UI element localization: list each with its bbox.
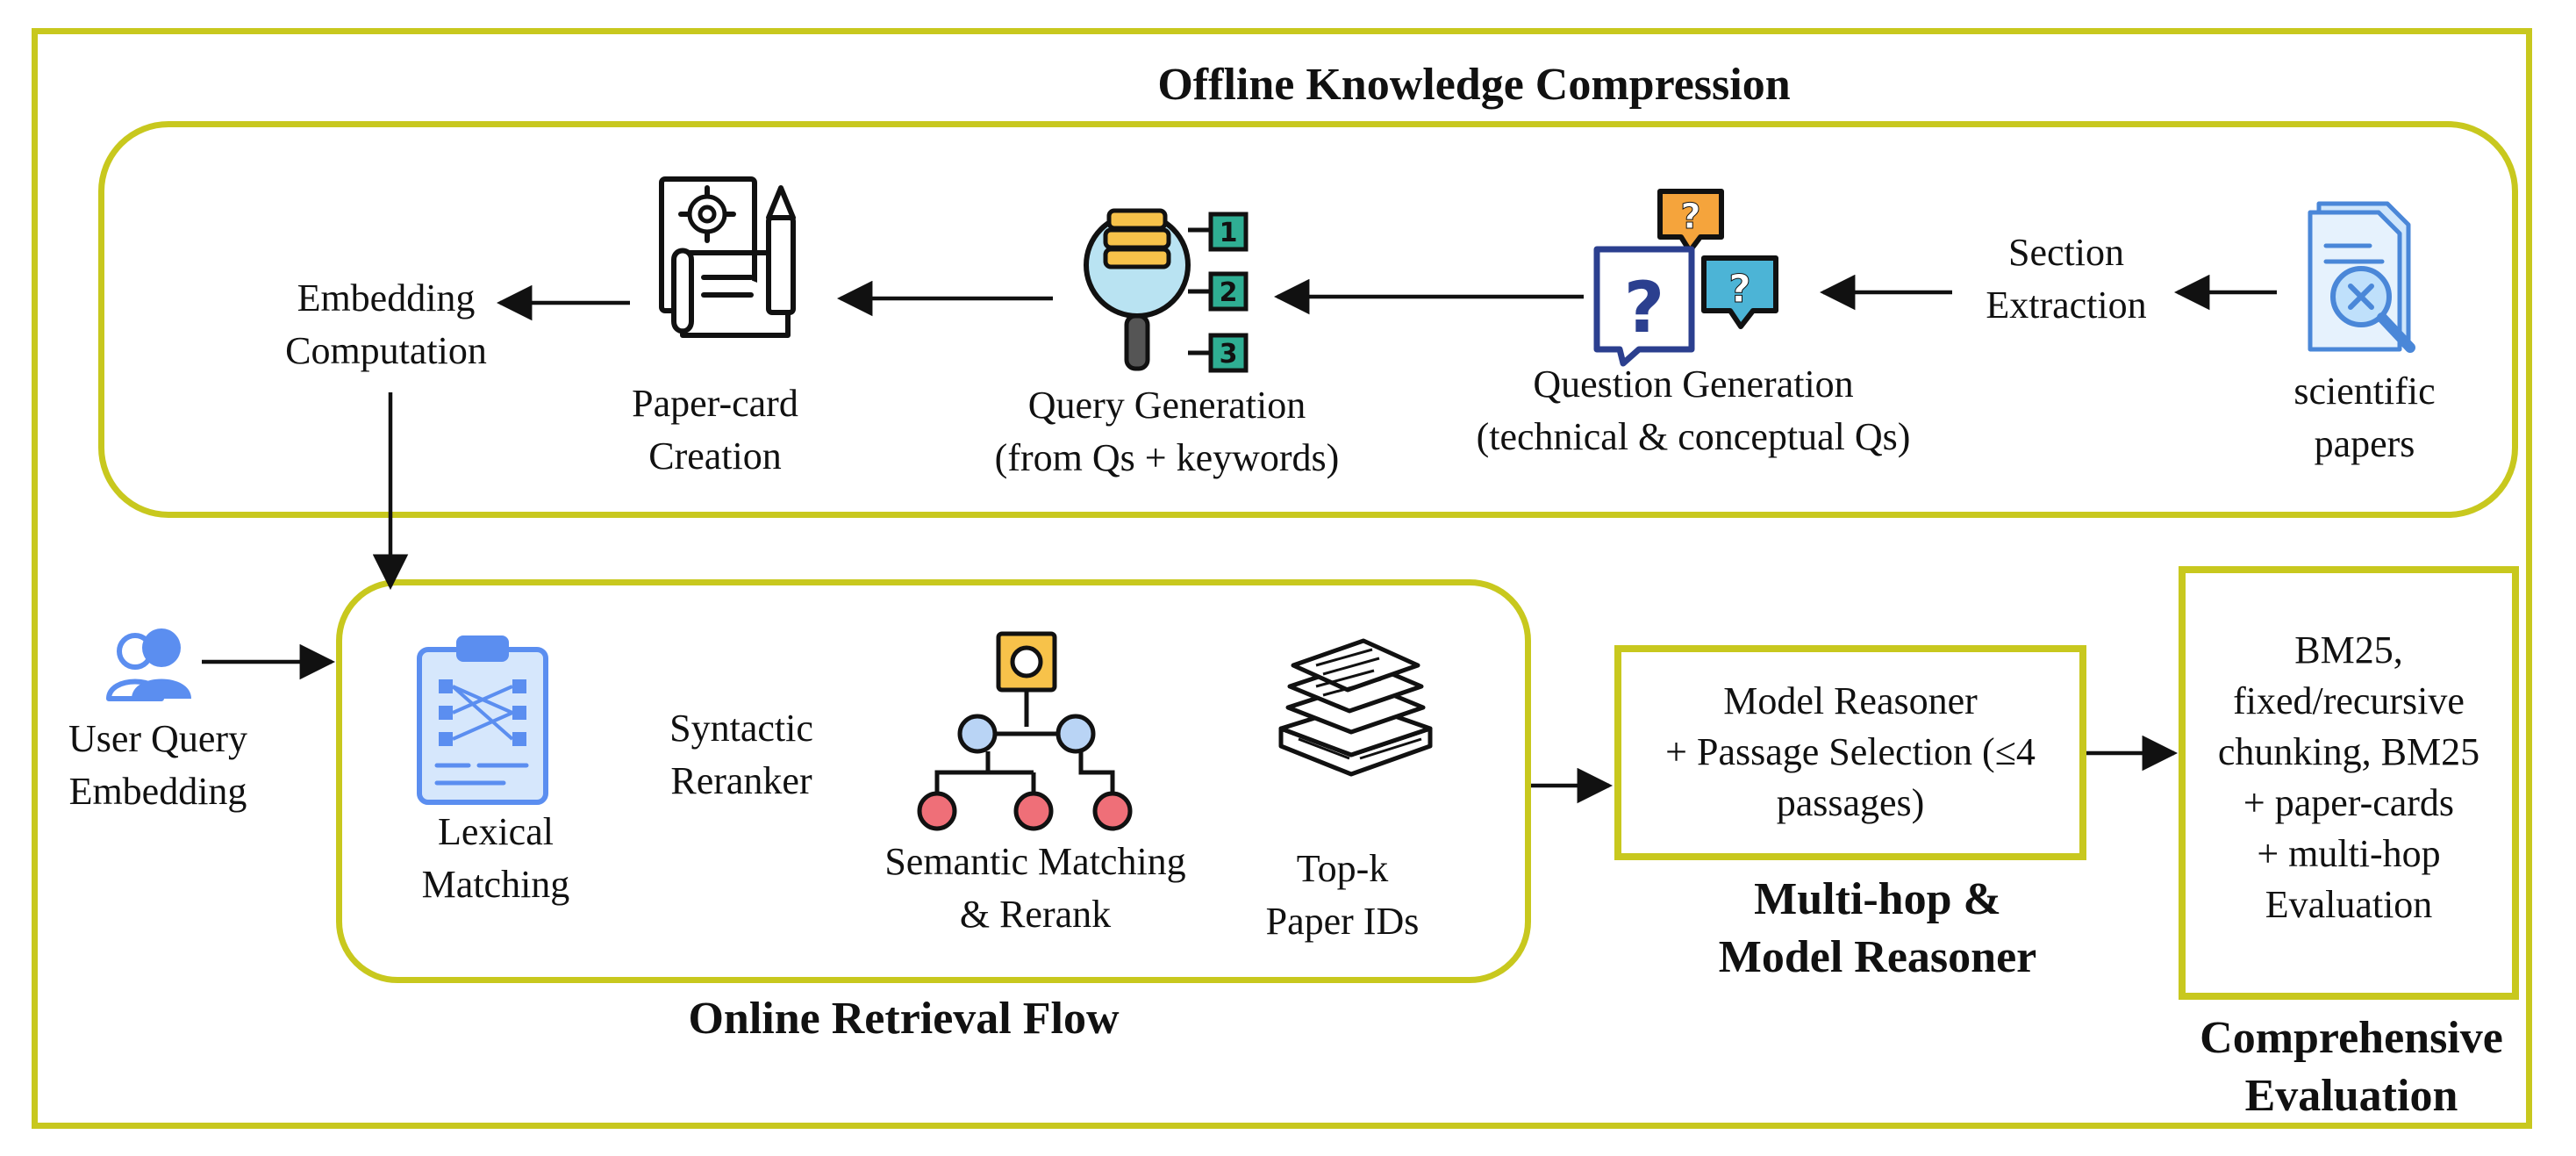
- svg-text:?: ?: [1624, 267, 1664, 348]
- lexical-matching-icon: [417, 635, 548, 805]
- question-generation-icon: ? ? ?: [1593, 189, 1778, 367]
- online-title: Online Retrieval Flow: [688, 994, 1120, 1044]
- scientific-papers-icon: [2308, 201, 2415, 353]
- reasoner-box: [1614, 645, 2086, 860]
- multihop-title: Multi-hop &Model Reasoner: [1718, 874, 2037, 982]
- svg-text:?: ?: [1728, 267, 1751, 312]
- paper-stack-icon: [1278, 638, 1433, 777]
- question-gen-label: Question Generation(technical & conceptu…: [1476, 363, 1911, 458]
- offline-panel: [98, 121, 2518, 518]
- query-generation-icon: 1 2 3: [1084, 208, 1249, 373]
- svg-text:?: ?: [1680, 197, 1700, 237]
- online-panel: [336, 579, 1531, 983]
- query-number-2: 2: [1220, 277, 1238, 308]
- paper-card-icon: [659, 176, 796, 338]
- offline-title: Offline Knowledge Compression: [1157, 60, 1791, 110]
- evaluation-box: [2179, 566, 2519, 1000]
- user-icon: [106, 628, 191, 701]
- semantic-matching-icon: [917, 631, 1133, 831]
- query-number-3: 3: [1220, 339, 1238, 370]
- semantic-label: Semantic Matching& Rerank: [884, 840, 1186, 936]
- query-gen-label: Query Generation(from Qs + keywords): [994, 384, 1340, 479]
- query-number-1: 1: [1220, 218, 1238, 248]
- outer-frame: [32, 28, 2532, 1129]
